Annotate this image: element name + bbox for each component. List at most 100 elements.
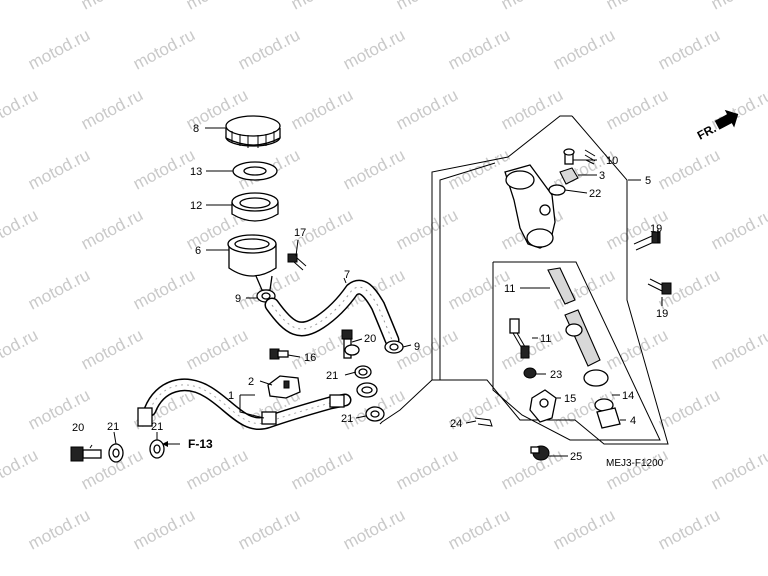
watermark: motod.ru: [498, 0, 566, 14]
reference-f13: F-13: [188, 437, 213, 451]
callout-25: 25: [570, 451, 582, 463]
watermark: motod.ru: [708, 85, 768, 133]
washer-21-upper: [354, 365, 372, 379]
callout-23: 23: [550, 369, 562, 381]
callout-22: 22: [589, 188, 601, 200]
washer-21-right: [149, 439, 165, 459]
master-cylinder-body: [504, 164, 556, 249]
o-ring-22: [548, 184, 566, 196]
reservoir-body: [227, 234, 277, 291]
bolt-17: [269, 348, 289, 360]
watermark: motod.ru: [498, 85, 566, 133]
watermark: motod.ru: [0, 0, 41, 14]
watermark: motod.ru: [655, 145, 723, 193]
hose-clip-lower: [384, 340, 404, 354]
watermark: motod.ru: [708, 0, 768, 14]
watermark: motod.ru: [550, 505, 618, 553]
watermark: motod.ru: [445, 25, 513, 73]
callout-17: 16: [304, 352, 316, 364]
watermark: motod.ru: [655, 25, 723, 73]
callout-19-lower: 19: [656, 308, 668, 320]
watermark: motod.ru: [25, 265, 93, 313]
diaphragm: [231, 192, 279, 222]
boot-11: [547, 267, 576, 305]
callout-8: 8: [193, 123, 199, 135]
watermark: motod.ru: [25, 505, 93, 553]
watermark: motod.ru: [708, 325, 768, 373]
watermark-layer: motod.ru motod.ru motod.ru motod.ru motod.ru…: [0, 0, 768, 554]
piston-set: [564, 309, 609, 387]
callout-16: 15: [564, 393, 576, 405]
clevis-16: [529, 389, 557, 423]
watermark: motod.ru: [235, 505, 303, 553]
callout-20-upper: 20: [364, 333, 376, 345]
callout-5: 5: [645, 175, 651, 187]
watermark: motod.ru: [0, 205, 41, 253]
callout-9-lower: 9: [414, 341, 420, 353]
pin-25: [530, 445, 550, 461]
watermark: motod.ru: [235, 25, 303, 73]
boot-4: [596, 407, 621, 429]
callout-19-upper: 19: [650, 223, 662, 235]
callout-21-left: 21: [107, 421, 119, 433]
watermark: motod.ru: [340, 505, 408, 553]
banjo-fitting: [356, 382, 378, 398]
washer-21-lower: [365, 406, 385, 422]
brake-hose: [137, 378, 352, 430]
callout-21-lower: 21: [341, 413, 353, 425]
bolt-20-upper: [341, 329, 360, 359]
watermark: motod.ru: [708, 445, 768, 493]
watermark: motod.ru: [498, 325, 566, 373]
callout-1: 1: [228, 390, 234, 402]
leader-lines: [89, 127, 663, 457]
callout-6: 6: [195, 245, 201, 257]
callout-13: 12: [190, 200, 202, 212]
watermark: motod.ru: [183, 0, 251, 14]
callout-20-lower: 20: [72, 422, 84, 434]
hose-clamp-2: [267, 375, 301, 399]
callout-7: 7: [344, 269, 350, 281]
watermark: motod.ru: [393, 445, 461, 493]
diagram-code: MEJ3-F1200: [606, 458, 664, 469]
watermark: motod.ru: [78, 205, 146, 253]
watermark: motod.ru: [393, 325, 461, 373]
watermark: motod.ru: [550, 25, 618, 73]
watermark: motod.ru: [25, 145, 93, 193]
callout-21-right: 21: [151, 421, 163, 433]
watermark: motod.ru: [603, 85, 671, 133]
watermark: motod.ru: [78, 85, 146, 133]
cotter-pin-24: [474, 417, 493, 427]
watermark: motod.ru: [603, 0, 671, 14]
watermark: motod.ru: [393, 0, 461, 14]
watermark: motod.ru: [603, 445, 671, 493]
watermark: motod.ru: [288, 0, 356, 14]
bolt-19-upper: [633, 231, 661, 251]
bolt-19-lower: [647, 278, 672, 295]
watermark: motod.ru: [288, 85, 356, 133]
watermark: motod.ru: [445, 265, 513, 313]
watermark: motod.ru: [655, 505, 723, 553]
callouts: 8 13 12 6 17 9 7 9 16 20 21 21 2 1 20 21…: [72, 123, 668, 469]
watermark: motod.ru: [445, 145, 513, 193]
callout-9-upper: 9: [235, 293, 241, 305]
watermark: motod.ru: [78, 0, 146, 14]
push-rod-12: [509, 318, 530, 359]
watermark: motod.ru: [340, 25, 408, 73]
bolt-18: [287, 253, 307, 271]
callout-2: 2: [248, 376, 254, 388]
callout-4: 4: [630, 415, 636, 427]
watermark: motod.ru: [655, 385, 723, 433]
watermark: motod.ru: [340, 145, 408, 193]
watermark: motod.ru: [183, 445, 251, 493]
watermark: motod.ru: [0, 445, 41, 493]
watermark: motod.ru: [130, 25, 198, 73]
washer-21-left: [108, 443, 124, 463]
watermark: motod.ru: [393, 85, 461, 133]
callout-14: 13: [190, 166, 202, 178]
watermark: motod.ru: [130, 265, 198, 313]
fitting-3-10: [559, 148, 596, 185]
watermark: motod.ru: [0, 325, 41, 373]
watermark: motod.ru: [130, 505, 198, 553]
watermark: motod.ru: [393, 205, 461, 253]
